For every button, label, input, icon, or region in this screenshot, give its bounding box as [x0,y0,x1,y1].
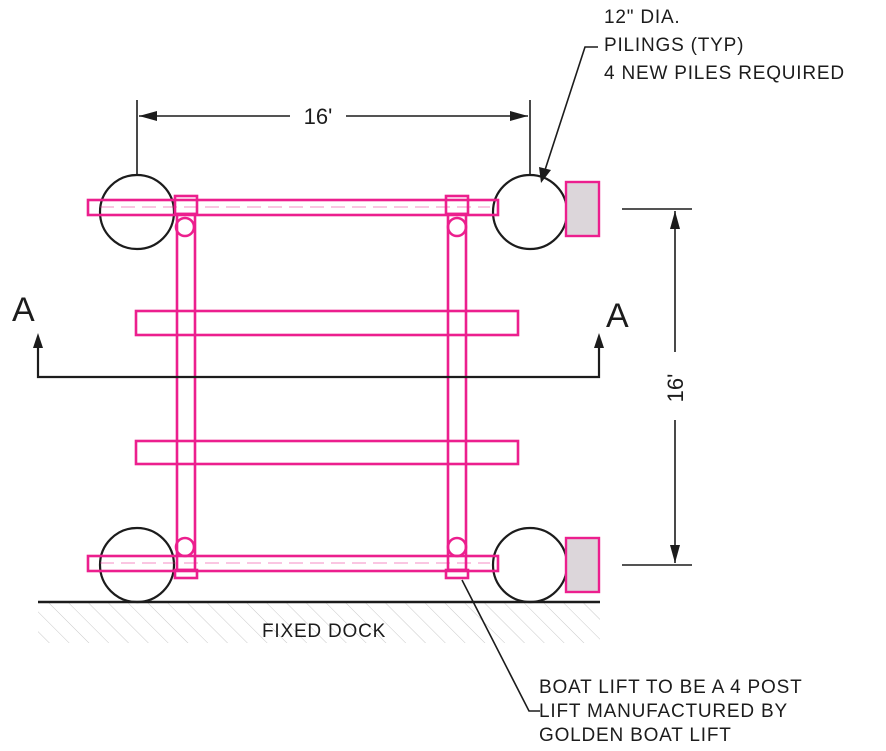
dim-v-arrow-bottom [670,545,680,563]
piling-note-leader [544,46,598,171]
lift-post-left [175,212,197,572]
dim-v-arrow-top [670,211,680,229]
dim-vertical-label: 16' [663,374,688,403]
motor-block-bottom [564,536,601,594]
lift-bunk-lower [134,439,520,466]
motor-block-top [564,180,601,238]
piling-note-line-3: 4 NEW PILES REQUIRED [604,63,845,84]
fixed-dock-label: FIXED DOCK [262,621,387,642]
lift-beam-bottom [86,554,500,573]
section-cut-line [36,343,601,379]
section-mark-right: A [606,297,630,335]
lift-cap-top-right [444,194,470,216]
piling-note-line-2: PILINGS (TYP) [604,35,745,56]
lift-post-right [446,212,468,572]
post-pin-bottom-left [174,536,196,558]
piling-bottom-right [491,526,569,604]
lift-note-leader [461,579,540,712]
piling-top-right [491,173,569,251]
dim-h-arrow-left [139,111,157,121]
piling-bottom-left [98,526,176,604]
lift-note-line-2: LIFT MANUFACTURED BY [539,701,788,722]
lift-note-line-3: GOLDEN BOAT LIFT [539,725,732,746]
piling-top-left [98,173,176,251]
section-arrow-left [33,333,43,348]
dim-h-arrow-right [510,111,528,121]
dim-horizontal-label: 16' [304,104,333,129]
dock-hatch [38,603,600,643]
piling-note-line-1: 12" DIA. [604,7,681,28]
section-mark-left: A [12,291,36,329]
post-pin-bottom-right [446,536,468,558]
lift-cap-top-left [173,194,199,216]
lift-note-line-1: BOAT LIFT TO BE A 4 POST [539,677,803,698]
post-pin-top-left [174,216,196,238]
lift-beam-top [86,198,500,217]
lift-bunk-upper [134,309,520,337]
section-arrow-right [594,333,604,348]
piling-note-leader-arrow [539,167,551,183]
post-pin-top-right [446,216,468,238]
